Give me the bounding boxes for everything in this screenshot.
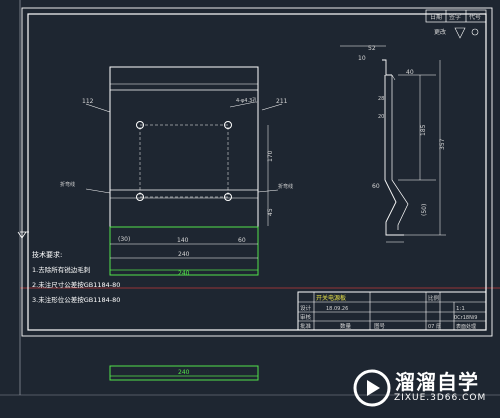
tech-item-3: 3.未注形位公差按GB1184-80 — [32, 295, 120, 304]
dim-green-total: 240 — [178, 270, 190, 277]
thickness-value: 07 厚 — [428, 324, 441, 330]
front-dim-group: (30) 140 60 240 240 — [109, 226, 259, 277]
watermark-title: 溜溜自学 — [395, 370, 479, 394]
hole-top-right — [224, 121, 232, 129]
approve-label: 批准 — [300, 322, 312, 330]
scale-value: 1:1 — [456, 306, 465, 312]
drawing-no-label: 图号 — [374, 322, 386, 330]
roughness-symbol-icon — [454, 27, 466, 39]
design-date: 18.09.26 — [326, 306, 348, 312]
rev-sign-header: 签字 — [449, 13, 461, 21]
sheet-border — [21, 7, 493, 337]
scale-label: 比例 — [428, 294, 440, 302]
dim-right-pad: 60 — [238, 237, 246, 244]
side-height-total: 357 — [439, 138, 446, 150]
hole-note: 4-φ4.3孔 — [236, 97, 257, 104]
side-top-width: 52 — [368, 45, 376, 52]
dim-total-width: 240 — [178, 251, 190, 258]
right-bend-callout: 211 — [276, 98, 288, 105]
material-value: 0Cr18Ni9 — [454, 315, 477, 321]
rev-date-header: 日期 — [430, 13, 442, 21]
side-lower-height: (50) — [421, 204, 428, 216]
left-bend-callout: 112 — [82, 98, 94, 105]
front-view[interactable]: 112 211 4-φ4.3孔 折弯线 折弯线 170 45 — [60, 66, 293, 228]
watermark-logo-icon — [353, 369, 391, 407]
dim-hole-height: 170 — [267, 150, 274, 162]
watermark-url: ZIXUE.3D66.COM — [394, 393, 487, 403]
qty-label: 数量 — [340, 322, 352, 330]
bottom-dim-group: 240 — [109, 365, 259, 381]
side-inner-bottom: 20 — [378, 114, 384, 120]
hole-bottom-right — [224, 193, 232, 201]
dim-hole-spacing: 140 — [177, 237, 189, 244]
hole-top-left — [136, 121, 144, 129]
side-segment: 40 — [406, 69, 414, 76]
rev-code-header: 代号 — [469, 13, 481, 21]
part-name: 开关电源板 — [316, 294, 346, 302]
bottom-green-dim: 240 — [178, 369, 190, 376]
roughness-circle-icon — [471, 28, 479, 36]
title-block[interactable]: 开关电源板 设计 18.09.26 审核 批准 数量 图号 比例 1:1 0Cr… — [297, 291, 487, 331]
change-mark: 更改 — [434, 28, 446, 36]
hole-pattern — [139, 124, 229, 198]
tech-heading: 技术要求: — [32, 250, 62, 259]
side-height-main: 185 — [420, 124, 427, 136]
revision-block: 日期 签字 代号 更改 — [425, 9, 487, 39]
side-note-value: 60 — [372, 183, 380, 190]
watermark: 溜溜自学 ZIXUE.3D66.COM — [352, 362, 498, 414]
right-bend-note: 折弯线 — [278, 183, 293, 190]
side-view[interactable]: 52 10 40 185 357 28 20 60 (50) — [340, 45, 446, 243]
audit-label: 审核 — [300, 313, 312, 321]
tech-item-2: 2.未注尺寸公差按GB1184-80 — [32, 280, 120, 289]
dim-highlight-box — [109, 226, 259, 276]
tech-item-1: 1.去除所有锐边毛刺 — [32, 265, 90, 274]
tech-requirements: 技术要求: 1.去除所有锐边毛刺 2.未注尺寸公差按GB1184-80 3.未注… — [32, 250, 120, 304]
finish-value: 表面处理 — [456, 323, 476, 330]
designer-label: 设计 — [300, 304, 312, 312]
hole-bottom-left — [136, 193, 144, 201]
dim-bottom-offset: 45 — [267, 208, 274, 216]
plate-outline — [109, 66, 259, 228]
side-inner-top: 28 — [378, 96, 384, 102]
dim-left-pad: (30) — [118, 236, 130, 243]
sheet-inner-border — [27, 13, 487, 331]
left-bend-note: 折弯线 — [60, 181, 75, 188]
side-top-offset: 10 — [358, 55, 366, 62]
